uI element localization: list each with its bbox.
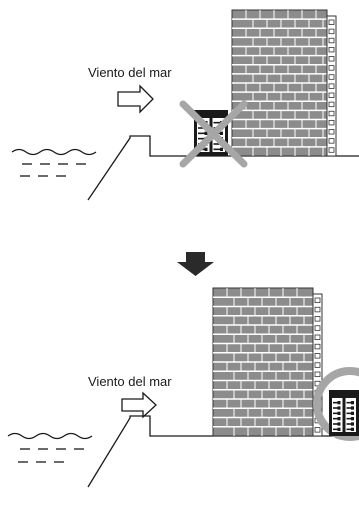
coastline bbox=[87, 415, 359, 488]
scene-before: Viento del mar bbox=[11, 9, 359, 201]
scene-after: Viento del mar bbox=[7, 287, 359, 488]
wind-label: Viento del mar bbox=[88, 374, 172, 389]
wind-label: Viento del mar bbox=[88, 65, 172, 80]
sea-waves-icon bbox=[11, 148, 97, 177]
tall-building bbox=[212, 287, 323, 437]
wind-arrow-icon bbox=[117, 84, 154, 114]
down-arrow-icon bbox=[177, 252, 214, 276]
sea-waves-icon bbox=[7, 432, 93, 463]
coastline bbox=[87, 135, 359, 201]
tall-building bbox=[231, 9, 337, 157]
outdoor-unit bbox=[329, 390, 359, 436]
cross-mark-icon bbox=[179, 100, 248, 168]
wind-arrow-icon bbox=[121, 391, 157, 419]
ok-circle-icon bbox=[313, 367, 359, 441]
